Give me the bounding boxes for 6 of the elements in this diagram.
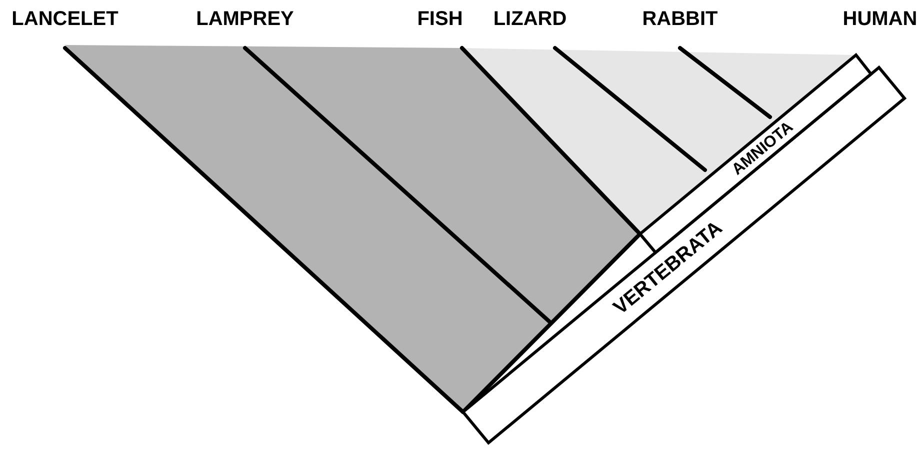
taxon-label: LANCELET xyxy=(12,8,118,31)
taxon-label: LAMPREY xyxy=(196,8,294,31)
taxon-label: LIZARD xyxy=(493,8,567,31)
taxon-label: RABBIT xyxy=(642,8,718,31)
taxon-label: HUMAN xyxy=(842,8,918,31)
taxon-label: FISH xyxy=(417,8,463,31)
